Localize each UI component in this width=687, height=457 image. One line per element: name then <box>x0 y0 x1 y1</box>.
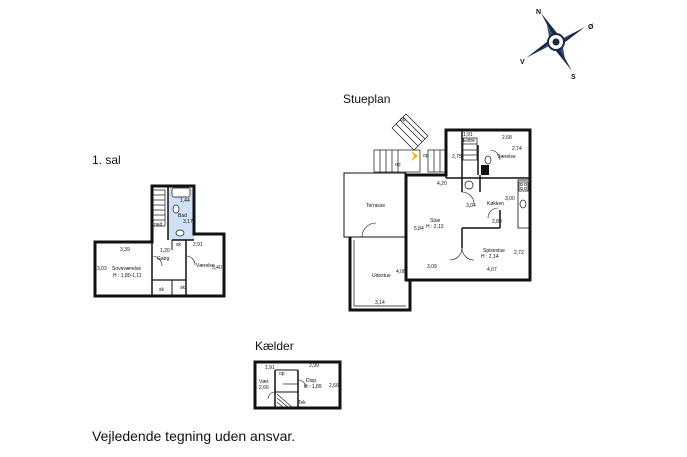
ff-d-317: 3,17 <box>183 219 193 225</box>
ff-ned: ned <box>154 222 163 228</box>
ff-bedroom: Soveværelse <box>112 266 141 272</box>
compass-v: V <box>520 59 525 66</box>
gf-kitchen: Køkken <box>487 201 504 207</box>
bs-tek: Tek <box>298 400 306 406</box>
gf-dining: Spisestue <box>483 248 505 254</box>
gf-d-274: 2,74 <box>512 146 522 152</box>
basement-plan: Vær. Disp. H : 1,89 Tek op 1,91 2,99 2,6… <box>253 360 342 410</box>
ff-bath: Bad <box>178 213 187 219</box>
gf-d-408: 4,08 <box>396 269 406 275</box>
bs-disp: Disp. <box>306 378 317 384</box>
gf-d-272: 2,72 <box>514 250 524 256</box>
gf-living: Stue <box>430 218 441 224</box>
compass-s: S <box>571 74 576 81</box>
bs-op: op <box>279 371 285 377</box>
ff-d-339: 3,39 <box>120 247 130 253</box>
gf-living-h: H : 2,13 <box>426 224 444 230</box>
compass-n: N <box>536 9 541 16</box>
ff-bedroom-h: H : 1,80-1,11 <box>113 273 142 279</box>
ff-d-144: 1,44 <box>180 198 190 204</box>
gf-d-584: 5,84 <box>414 226 424 232</box>
ff-d-120: 1,20 <box>160 248 170 254</box>
ff-d-340: 3,40 <box>212 265 222 271</box>
bs-d-299: 2,99 <box>309 363 319 369</box>
basement-title: Kælder <box>255 339 294 353</box>
gf-outdoor: Udestue <box>372 273 391 279</box>
gf-d-300: 3,00 <box>505 196 515 202</box>
gf-terrace: Terrasse <box>366 203 385 209</box>
gf-d-268: 2,68 <box>502 135 512 141</box>
ff-d-303: 3,03 <box>97 266 107 272</box>
gf-op1: op <box>400 117 406 123</box>
gf-d-420: 4,20 <box>437 181 447 187</box>
first-floor-title: 1. sal <box>92 153 121 167</box>
compass-rose: N Ø S V <box>520 9 594 81</box>
gf-d-275: 2,75 <box>452 154 462 160</box>
gf-d-314: 3,14 <box>375 300 385 306</box>
gf-op3: op <box>423 153 429 159</box>
gf-dining-h: H : 2,14 <box>481 254 499 260</box>
ff-room: Værelse <box>196 263 215 269</box>
bs-d-191: 1,91 <box>265 365 275 371</box>
bs-d-266b: 2,66 <box>329 383 339 389</box>
ff-hall: Gang <box>157 256 169 262</box>
gf-entry: Entré <box>463 138 475 144</box>
ground-floor-plan: Terrasse Udestue Stue H : 2,13 Entré Vær… <box>343 113 532 312</box>
ff-d-291: 2,91 <box>193 242 203 248</box>
ff-sk1: sk <box>176 242 182 248</box>
gf-d-289: 2,89 <box>492 219 502 225</box>
bs-vaer: Vær. <box>259 379 270 385</box>
ground-floor-title: Stueplan <box>343 92 391 106</box>
ff-sk3: sk <box>180 285 186 291</box>
first-floor-plan: Soveværelse H : 1,80-1,11 Gang Værelse B… <box>93 184 226 298</box>
gf-d-191: 1,91 <box>463 132 473 138</box>
gf-op2: op <box>395 162 401 168</box>
disclaimer-text: Vejledende tegning uden ansvar. <box>92 428 296 444</box>
bs-disp-h: H : 1,89 <box>304 384 322 390</box>
bs-d-266a: 2,66 <box>259 385 269 391</box>
compass-o: Ø <box>588 24 594 31</box>
gf-d-304: 3,04 <box>466 203 476 209</box>
gf-d-407: 4,07 <box>487 267 497 273</box>
gf-d-309: 3,09 <box>427 264 437 270</box>
gf-room: Værelse <box>497 154 516 160</box>
ff-sk2: sk <box>159 287 165 293</box>
